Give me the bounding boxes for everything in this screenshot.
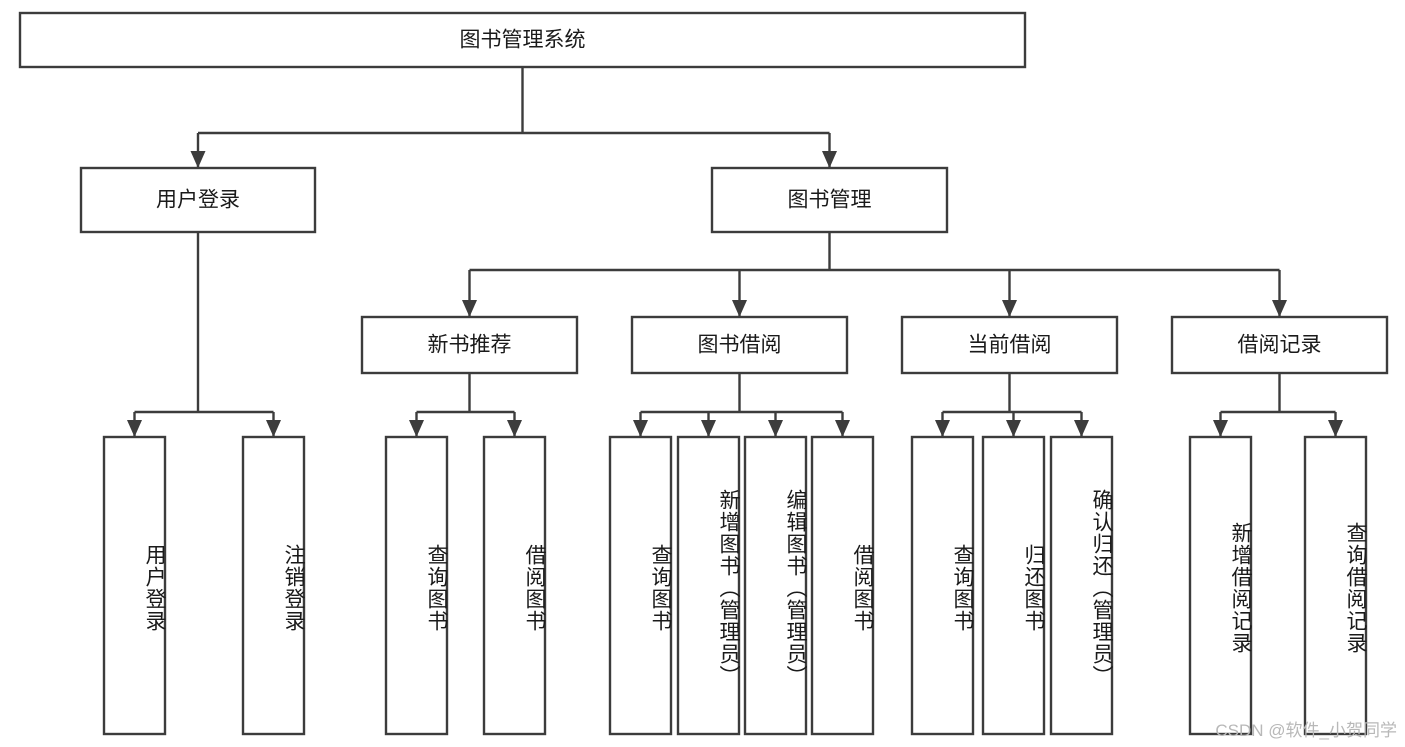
node-box (482, 435, 547, 736)
connector-group-current-borrow (935, 373, 1089, 437)
node-box (18, 11, 1027, 69)
connector-group-new-book-recommend (409, 373, 522, 437)
node-box (630, 315, 849, 375)
node-label: 新书推荐 (428, 334, 512, 357)
node-box (79, 166, 317, 234)
connector-group-borrow-record (1213, 373, 1343, 437)
arrow-head-icon (507, 420, 522, 437)
node-box (608, 435, 673, 736)
node-label: 图书管理 (788, 189, 872, 212)
node-book-borrow[interactable]: 图书借阅 (630, 315, 849, 375)
arrow-head-icon (822, 151, 837, 168)
node-label: 用户登录 (156, 189, 240, 212)
node-leaf-add-record[interactable] (1188, 435, 1253, 736)
arrow-head-icon (190, 151, 206, 168)
arrow-head-icon (768, 420, 783, 437)
connector-group-book-borrow (633, 373, 850, 437)
arrow-head-icon (1272, 300, 1287, 317)
node-box (810, 435, 875, 736)
node-box (900, 315, 1119, 375)
connector-group-book-manage (462, 232, 1287, 317)
node-book-manage[interactable]: 图书管理 (710, 166, 949, 234)
node-leaf-confirm-return[interactable] (1049, 435, 1114, 736)
arrow-head-icon (409, 420, 424, 437)
arrow-head-icon (935, 420, 950, 437)
node-leaf-query-book-borrow[interactable] (608, 435, 673, 736)
node-box (743, 435, 808, 736)
node-leaf-query-book-rec[interactable] (384, 435, 449, 736)
arrow-head-icon (835, 420, 850, 437)
arrow-head-icon (1074, 420, 1089, 437)
node-user-login[interactable]: 用户登录 (79, 166, 317, 234)
arrow-head-icon (266, 420, 281, 437)
node-leaf-borrow-book-rec[interactable] (482, 435, 547, 736)
node-box (910, 435, 975, 736)
connector-layer (127, 67, 1343, 437)
node-box (981, 435, 1046, 736)
node-borrow-record[interactable]: 借阅记录 (1170, 315, 1389, 375)
node-leaf-return-book[interactable] (981, 435, 1046, 736)
arrow-head-icon (127, 420, 142, 437)
node-leaf-edit-book[interactable] (743, 435, 808, 736)
node-box (1188, 435, 1253, 736)
node-box (1170, 315, 1389, 375)
node-box (710, 166, 949, 234)
arrow-head-icon (701, 420, 716, 437)
node-box (676, 435, 741, 736)
watermark: CSDN @软件_小贺同学 (1215, 721, 1397, 740)
node-label: 借阅记录 (1238, 334, 1322, 357)
arrow-head-icon (633, 420, 648, 437)
node-label: 图书管理系统 (460, 29, 586, 52)
node-box (384, 435, 449, 736)
arrow-head-icon (1006, 420, 1021, 437)
node-box (241, 435, 306, 736)
node-current-borrow[interactable]: 当前借阅 (900, 315, 1119, 375)
node-box (1303, 435, 1368, 736)
arrow-head-icon (1002, 300, 1017, 317)
arrow-head-icon (732, 300, 747, 317)
arrow-head-icon (1328, 420, 1343, 437)
connector-group-root (190, 67, 837, 168)
node-label: 图书借阅 (698, 334, 782, 357)
node-box (102, 435, 167, 736)
arrow-head-icon (462, 300, 477, 317)
node-leaf-borrow-book[interactable] (810, 435, 875, 736)
node-leaf-logout[interactable] (241, 435, 306, 736)
node-box (360, 315, 579, 375)
arrow-head-icon (1213, 420, 1228, 437)
node-new-book-recommend[interactable]: 新书推荐 (360, 315, 579, 375)
node-box (1049, 435, 1114, 736)
connector-group-user-login (127, 232, 281, 437)
node-leaf-query-book-cur[interactable] (910, 435, 975, 736)
node-leaf-query-record[interactable] (1303, 435, 1368, 736)
node-leaf-user-login[interactable] (102, 435, 167, 736)
node-label: 当前借阅 (968, 334, 1052, 357)
node-leaf-add-book[interactable] (676, 435, 741, 736)
node-root[interactable]: 图书管理系统 (18, 11, 1027, 69)
